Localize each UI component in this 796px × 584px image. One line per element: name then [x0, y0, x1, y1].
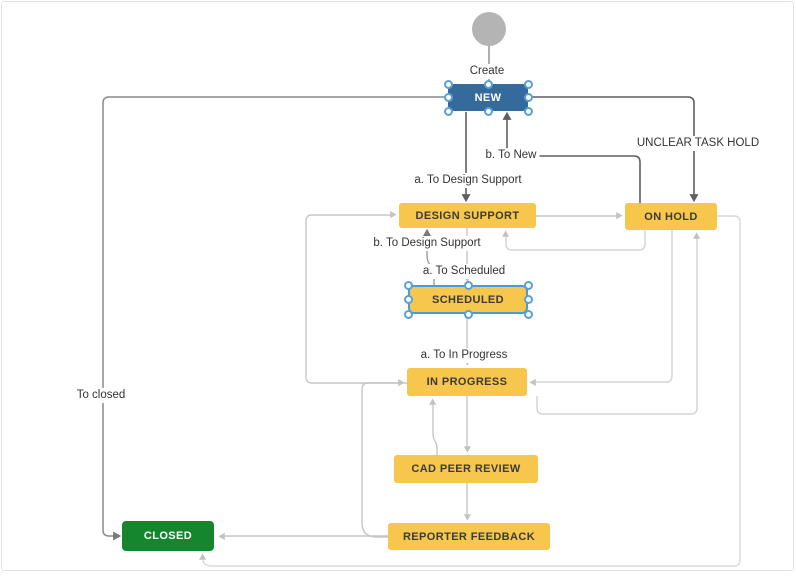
selection-handle[interactable]: [483, 106, 493, 116]
transition-label-b-to-new[interactable]: b. To New: [482, 148, 540, 163]
canvas-border: [1, 1, 794, 571]
selection-handle[interactable]: [443, 93, 453, 102]
selection-handle[interactable]: [463, 280, 473, 290]
selection-handle[interactable]: [443, 79, 453, 89]
start-node[interactable]: [472, 12, 506, 46]
status-node-design-support[interactable]: DESIGN SUPPORT: [399, 203, 536, 228]
transition-cad-peer-review-in-progress[interactable]: [429, 398, 438, 455]
transition-in-progress-design-support[interactable]: [305, 211, 407, 384]
selection-handle[interactable]: [523, 93, 533, 102]
selection-handle[interactable]: [403, 280, 413, 290]
selection-handle[interactable]: [403, 309, 413, 319]
selection-handle[interactable]: [443, 106, 453, 116]
selection-handle[interactable]: [463, 309, 473, 319]
transition-new-onhold[interactable]: [528, 96, 699, 203]
status-node-reporter-feedback[interactable]: REPORTER FEEDBACK: [388, 523, 550, 550]
transition-label-a-to-design-support[interactable]: a. To Design Support: [411, 173, 525, 188]
transition-new-closed[interactable]: [102, 96, 448, 541]
selection-handle[interactable]: [523, 280, 533, 290]
status-node-on-hold[interactable]: ON HOLD: [625, 203, 717, 230]
transition-label-to-closed[interactable]: To closed: [73, 388, 129, 403]
selection-handle[interactable]: [523, 309, 533, 319]
transition-onhold-in-progress[interactable]: [529, 230, 673, 386]
status-node-cad-peer-review[interactable]: CAD PEER REVIEW: [394, 455, 538, 483]
transition-onhold-closed[interactable]: [199, 215, 741, 567]
selection-handle[interactable]: [523, 295, 533, 304]
transition-label-unclear-task-hold[interactable]: UNCLEAR TASK HOLD: [633, 136, 763, 151]
selection-handle[interactable]: [523, 106, 533, 116]
transition-label-create[interactable]: Create: [466, 64, 508, 79]
selection-handle[interactable]: [403, 295, 413, 304]
selection-handle[interactable]: [523, 79, 533, 89]
transition-label-b-to-design-support[interactable]: b. To Design Support: [370, 236, 484, 251]
status-node-in-progress[interactable]: IN PROGRESS: [407, 368, 527, 396]
selection-handle[interactable]: [483, 79, 493, 89]
transition-onhold-design-support[interactable]: [502, 230, 646, 251]
transition-in-progress-onhold[interactable]: [536, 232, 701, 415]
status-node-closed[interactable]: CLOSED: [122, 521, 214, 551]
transition-label-a-to-in-progress[interactable]: a. To In Progress: [417, 348, 511, 363]
transition-label-a-to-scheduled[interactable]: a. To Scheduled: [419, 264, 509, 279]
